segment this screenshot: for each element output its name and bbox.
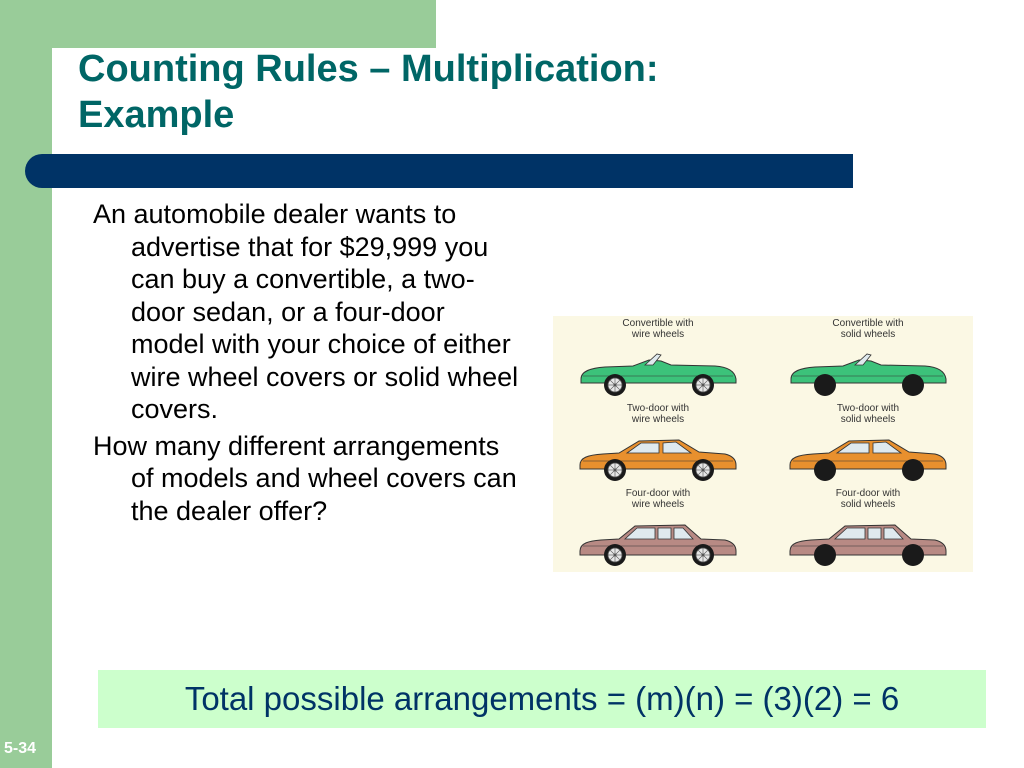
two-door-car-icon bbox=[579, 439, 737, 481]
slide-title: Counting Rules – Multiplication: Example bbox=[78, 46, 659, 138]
solid-wheel-icon bbox=[814, 544, 836, 566]
car-label-line: solid wheels bbox=[840, 329, 896, 340]
car-label-line: wire wheels bbox=[631, 499, 685, 510]
car-label-line: Four-door with bbox=[835, 488, 901, 499]
car-label-line: Convertible with bbox=[832, 318, 904, 329]
car-label-line: Two-door with bbox=[836, 403, 900, 414]
title-underline-bar bbox=[25, 154, 853, 188]
solid-wheel-icon bbox=[814, 459, 836, 481]
slide-title-line-2: Example bbox=[78, 94, 235, 136]
car-label-line: wire wheels bbox=[631, 414, 685, 425]
wire-wheel-icon bbox=[692, 459, 714, 481]
slide-body: An automobile dealer wants to advertise … bbox=[93, 198, 523, 527]
problem-statement: An automobile dealer wants to advertise … bbox=[93, 199, 519, 424]
solid-wheel-icon bbox=[902, 374, 924, 396]
car-label-line: Four-door with bbox=[625, 488, 691, 499]
solid-wheel-icon bbox=[902, 544, 924, 566]
wire-wheel-icon bbox=[604, 544, 626, 566]
car-label-line: Convertible with bbox=[622, 318, 694, 329]
slide-number: 5-34 bbox=[4, 740, 37, 757]
car-label-line: Two-door with bbox=[626, 403, 690, 414]
wire-wheel-icon bbox=[604, 459, 626, 481]
top-accent-strip bbox=[0, 0, 436, 48]
solid-wheel-icon bbox=[814, 374, 836, 396]
slide-title-line-1: Counting Rules – Multiplication: bbox=[78, 48, 659, 90]
wire-wheel-icon bbox=[692, 544, 714, 566]
four-door-car-icon bbox=[789, 524, 947, 566]
answer-box: Total possible arrangements = (m)(n) = (… bbox=[98, 670, 986, 728]
convertible-car-icon bbox=[790, 353, 947, 396]
wire-wheel-icon bbox=[604, 374, 626, 396]
four-door-car-icon bbox=[579, 524, 737, 566]
car-label-line: solid wheels bbox=[840, 414, 896, 425]
car-label-line: wire wheels bbox=[631, 329, 685, 340]
solid-wheel-icon bbox=[902, 459, 924, 481]
problem-question: How many different arrangements of model… bbox=[93, 430, 517, 526]
car-label-line: solid wheels bbox=[840, 499, 896, 510]
two-door-car-icon bbox=[789, 439, 947, 481]
left-accent-strip bbox=[0, 0, 52, 768]
wire-wheel-icon bbox=[692, 374, 714, 396]
convertible-car-icon bbox=[580, 353, 737, 396]
